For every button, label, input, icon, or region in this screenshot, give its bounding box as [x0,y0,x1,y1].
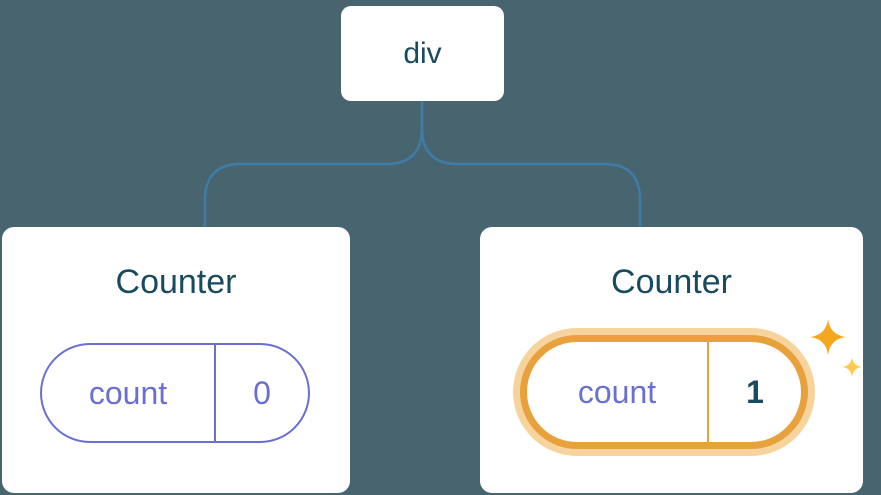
state-pill-highlighted: count 1 [520,335,808,449]
counter-title: Counter [115,263,237,301]
counter-card-right: Counter count 1 [480,227,863,493]
state-value: 1 [707,342,801,442]
root-node-label: div [403,36,442,70]
state-label: count [577,373,657,410]
counter-title: Counter [611,263,732,301]
root-node: div [341,6,504,101]
state-pill: count 0 [40,343,310,443]
state-label: count [88,374,168,411]
state-value: 0 [214,345,308,441]
sparkle-icon [810,319,862,377]
counter-card-left: Counter count 0 [2,227,350,493]
